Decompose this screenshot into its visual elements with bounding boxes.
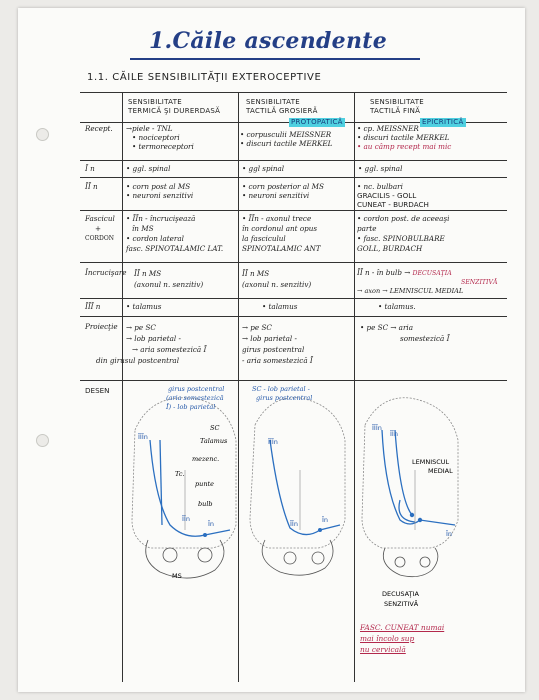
proiectie-c1: → pe SC→ lob parietal -→ aria somestezic… — [96, 323, 207, 365]
section-subtitle: 1.1. CĂILE SENSIBILITĂŢII EXTEROCEPTIVE — [87, 72, 322, 83]
d1-label-girus: girus postcentral — [168, 385, 225, 393]
grid-line — [122, 92, 123, 682]
n3-c2: • talamus — [262, 302, 298, 311]
proiectie-c2: → pe SC→ lob parietal -girus postcentral… — [242, 323, 313, 365]
d1-label-n1: Īn — [208, 520, 215, 528]
n1-c3: • ggl. spinal — [358, 164, 403, 173]
d2-label-sc: SC - lob parietal - — [252, 385, 310, 393]
row-label-recept: Recept. — [85, 124, 113, 133]
grid-line — [80, 380, 507, 381]
d3-label-n1: Īn — [446, 530, 453, 538]
d1-label-mezenc: mezenc. — [192, 455, 220, 463]
d1-label-lob: Ī) - lob parietal — [166, 403, 216, 411]
recept-c2: • corpusculii MEISSNER• discuri tactile … — [240, 130, 333, 148]
d2-label-n3: ĪĪĪn — [268, 438, 278, 446]
d1-label-aria: (aria somestezică — [166, 394, 224, 402]
n1-c1: • ggl. spinal — [126, 164, 171, 173]
n3-c3: • talamus. — [378, 302, 416, 311]
incrucisare-c1: ĪĪ n MS(axonul n. senzitiv) — [134, 269, 204, 289]
row-label-incrucisare: Încrucişare — [85, 268, 127, 277]
d3-label-senzitiva: SENZITIVĂ — [384, 600, 419, 608]
grid-line — [80, 92, 507, 93]
d3-label-n3: ĪĪĪn — [372, 424, 382, 432]
grid-line — [80, 262, 507, 263]
d3-label-n2: ĪĪn — [390, 430, 398, 438]
d2-label-girus: girus postcentral — [256, 394, 313, 402]
punch-hole — [36, 128, 49, 141]
grid-line — [80, 210, 507, 211]
d1-label-sc: SC — [210, 424, 220, 432]
grid-line — [80, 160, 507, 161]
n3-c1: • talamus — [126, 302, 162, 311]
d1-label-n3: ĪĪĪn — [138, 433, 148, 441]
d3-label-medial: MEDIAL — [428, 467, 453, 475]
recept-c3: • cp. MEISSNER• discuri tactile MERKEL• … — [357, 124, 452, 151]
title-underline — [130, 58, 420, 60]
row-label-n3: ĪĪĪ n — [85, 302, 101, 311]
grid-line — [80, 316, 507, 317]
incrucisare-c2: ĪĪ n MS(axonul n. senzitiv) — [242, 269, 312, 289]
grid-line — [238, 92, 239, 682]
row-label-desen: DESEN — [85, 386, 110, 395]
col3-tag: EPICRITICĂ — [420, 118, 466, 127]
d1-label-ms: MS — [172, 572, 182, 580]
d1-label-n2: ĪĪn — [182, 515, 190, 523]
row-label-n1: Ī n — [85, 164, 95, 173]
grid-line — [80, 177, 507, 178]
recept-c1: →piele - TNL• nociceptori• termoreceptor… — [126, 124, 194, 151]
page-title: 1.Căile ascendente — [148, 28, 388, 54]
d1-label-tc: Tc. — [175, 470, 185, 478]
incrucisare-c3: ĪĪ n - în bulb → DECUSAŢIA SENZITIVĂ → a… — [357, 268, 498, 295]
col2-tag: PROTOPATICĂ — [289, 118, 345, 127]
d1-label-punte: punte — [195, 480, 214, 488]
n2-c2: • corn posterior al MS• neuroni senzitiv… — [242, 182, 324, 200]
grid-line — [354, 92, 355, 682]
grid-line — [80, 298, 507, 299]
n1-c2: • ggl spinal — [242, 164, 285, 173]
d3-label-lemniscul: LEMNISCUL — [412, 458, 450, 466]
d1-label-talamus: Talamus — [200, 437, 228, 445]
row-label-fascicul: Fascicul+CORDON — [85, 214, 115, 242]
note-fasc-cuneat: FASC. CUNEAT numai mai încolo sup nu cer… — [360, 623, 445, 654]
d2-label-n1: Īn — [322, 516, 329, 524]
row-label-n2: ĪĪ n — [85, 182, 98, 191]
row-label-proiectie: Proiecţie — [85, 322, 118, 331]
n2-c1: • corn post al MS• neuroni senzitivi — [126, 182, 194, 200]
d1-label-bulb: bulb — [198, 500, 213, 508]
d2-label-n2: ĪĪn — [290, 520, 298, 528]
punch-hole — [36, 434, 49, 447]
d3-label-decusatia: DECUSAŢIA — [382, 590, 419, 598]
